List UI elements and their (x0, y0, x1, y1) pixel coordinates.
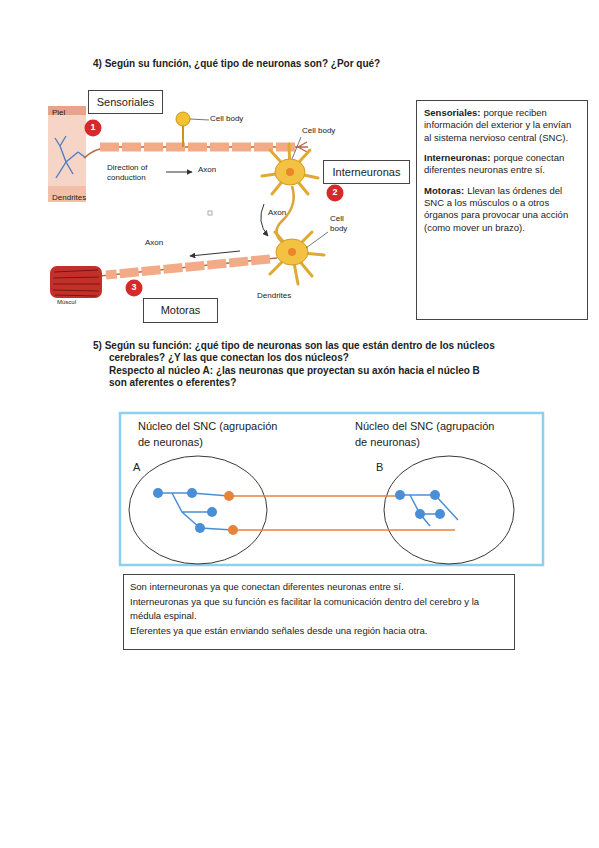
answer-term: Motoras: (424, 185, 464, 196)
myelin-sheath (100, 143, 296, 152)
answer-paragraph: Sensoriales:porque reciben información d… (424, 107, 580, 144)
nucleus-dot (286, 168, 294, 176)
axon-connector (268, 495, 383, 497)
answer-line: Son interneuronas ya que conectan difere… (130, 580, 508, 595)
part-label: Cell body (302, 126, 335, 136)
neuron-dot (195, 523, 205, 533)
axon-line (383, 529, 455, 531)
sensory-dendrite (55, 136, 86, 178)
part-label: Dendrites (52, 193, 86, 203)
part-label: Múscul (57, 299, 76, 306)
axon-terminal (298, 142, 308, 152)
callout-number: 2 (326, 187, 344, 198)
answer-paragraph: Interneuronas:porque conectan diferentes… (424, 152, 580, 177)
muscle-tissue (50, 266, 102, 298)
leader-line (292, 137, 301, 159)
leader-line (306, 232, 328, 248)
projection-neuron-dot (224, 491, 234, 501)
neuron-dot (395, 490, 405, 500)
cell-body-stalk (182, 126, 184, 147)
part-label: Axon (145, 238, 163, 248)
nucleus-letter: B (376, 460, 383, 476)
neuron-dot (207, 507, 217, 517)
label-box: Motoras (143, 298, 218, 323)
axon-connector (268, 529, 383, 531)
leader-line (190, 119, 209, 120)
part-label: Cell body (330, 214, 358, 233)
small-mark (208, 211, 212, 215)
label-box: Sensoriales (88, 90, 163, 114)
neuron-dot (415, 509, 425, 519)
callout-circle (327, 185, 344, 202)
callout-circle (85, 120, 102, 137)
nucleus-outline (384, 456, 514, 564)
direction-arrow (261, 204, 268, 236)
part-label: Cell body (210, 114, 243, 124)
part-label: Axon (268, 208, 286, 218)
motor-axon (100, 258, 277, 276)
nucleus-heading: Núcleo del SNC (agrupación de neuronas) (138, 419, 278, 451)
cell-body (275, 159, 305, 185)
nucleus-outline (129, 456, 267, 564)
cell-body (176, 112, 190, 126)
neuron-dot (153, 488, 163, 498)
neuron-dot (430, 490, 440, 500)
question-heading: 4) Según su función, ¿qué tipo de neuron… (93, 58, 533, 70)
direction-arrow (166, 172, 192, 173)
skin-block (48, 106, 86, 202)
answer-box: Son interneuronas ya que conectan difere… (123, 574, 515, 650)
cell-body (276, 239, 308, 265)
dendrite-branch (270, 232, 324, 284)
answer-line: Interneuronas ya que su función es facil… (130, 595, 508, 624)
callout-number: 3 (125, 282, 143, 293)
box-label: Interneuronas (333, 165, 401, 179)
dendrite-branch (262, 144, 318, 194)
skin-layer (48, 186, 86, 202)
part-label: Piel (52, 108, 65, 118)
answer-paragraph: Motoras:Llevan las órdenes del SNC a los… (424, 185, 580, 234)
callout-number: 1 (84, 122, 102, 133)
neuron-dot (187, 488, 197, 498)
answer-term: Sensoriales: (424, 107, 481, 118)
question-heading: Respecto al núcleo A: ¿las neuronas que … (109, 365, 494, 389)
ellipse-outline-layer (128, 455, 268, 565)
neuron-link (158, 493, 233, 530)
nucleus-heading: Núcleo del SNC (agrupación de neuronas) (355, 419, 495, 451)
nucleus-dot (288, 248, 296, 256)
neuron-link (400, 495, 458, 526)
part-label: Dendrites (257, 291, 291, 301)
box-label: Sensoriales (97, 95, 154, 109)
myelin-sheath (106, 259, 270, 275)
projection-neuron-dot (228, 525, 238, 535)
nucleus-letter: A (133, 460, 140, 476)
diagram-frame (120, 413, 543, 565)
direction-arrow (190, 251, 240, 256)
nucleus-ellipse: Núcleo del SNC (agrupación de neuronas)A (128, 455, 268, 565)
axon-line (383, 495, 397, 497)
answer-term: Interneuronas: (424, 152, 491, 163)
part-label: Direction of conduction (107, 163, 165, 182)
box-label: Motoras (161, 303, 201, 317)
sensory-axon (84, 147, 300, 158)
question-heading: 5) Según su función: ¿qué tipo de neuron… (93, 340, 519, 364)
part-label: Axon (198, 165, 216, 175)
axon-line (229, 495, 268, 497)
answer-line: Eferentes ya que están enviando señales … (130, 624, 508, 639)
axon-line (233, 529, 268, 531)
label-box: Interneuronas (323, 160, 410, 184)
answer-box: Sensoriales:porque reciben información d… (416, 100, 588, 320)
neuron-dot (435, 509, 445, 519)
muscle-fiber (53, 270, 100, 296)
callout-circle (126, 280, 143, 297)
